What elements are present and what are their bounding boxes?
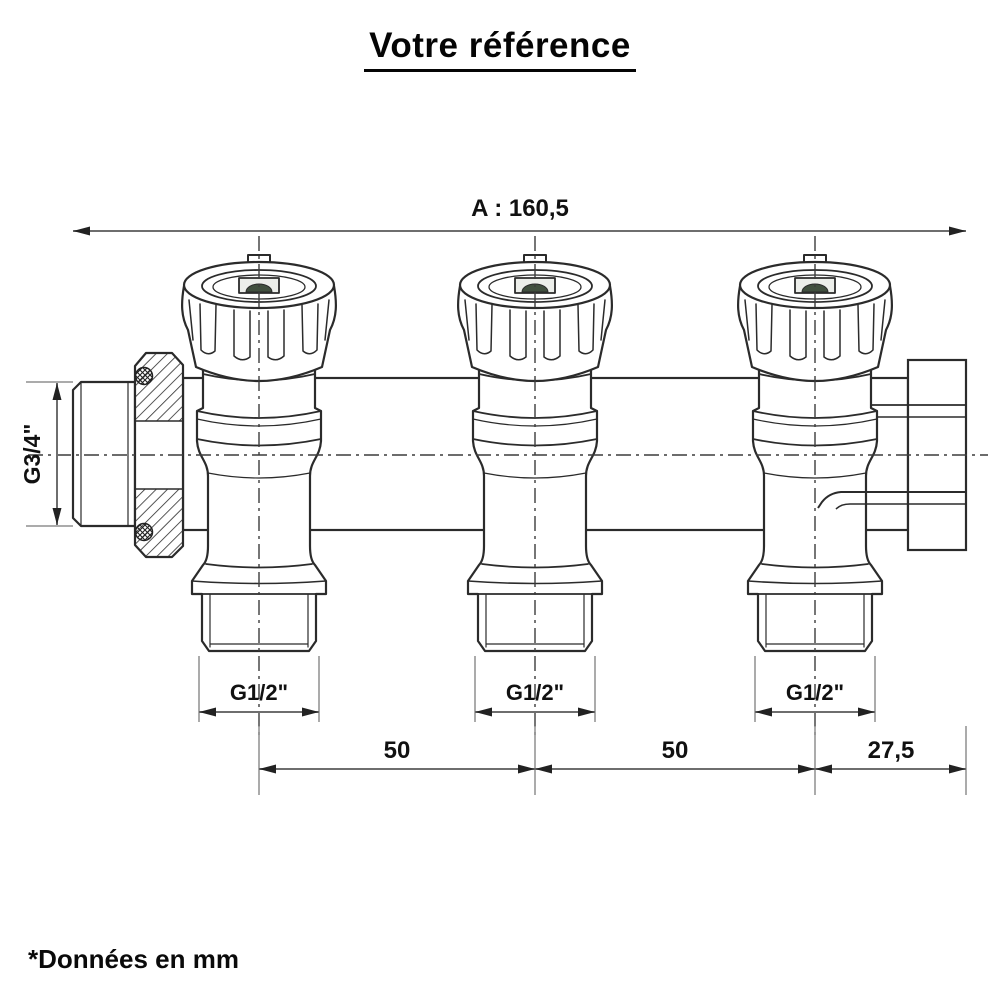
dim-spacing2-label: 50 bbox=[662, 737, 689, 764]
inlet-nut-hatch-top bbox=[134, 352, 184, 422]
title-wrap: Votre référence bbox=[0, 26, 1000, 72]
dimension-lines bbox=[56, 230, 966, 770]
o-ring-bottom bbox=[134, 522, 154, 542]
end-valve-ledge bbox=[817, 491, 966, 509]
dim-outlet2-label: G1/2" bbox=[506, 680, 564, 705]
dim-overall-label: A : 160,5 bbox=[471, 195, 569, 222]
arrowheads bbox=[52, 226, 966, 774]
dim-outlet1-label: G1/2" bbox=[230, 680, 288, 705]
dim-end-offset-label: 27,5 bbox=[868, 737, 915, 764]
dim-outlet3-label: G1/2" bbox=[786, 680, 844, 705]
dim-inlet-label: G3/4" bbox=[19, 424, 45, 485]
page-title: Votre référence bbox=[364, 26, 636, 72]
units-footnote: *Données en mm bbox=[28, 944, 239, 974]
inlet-thread bbox=[71, 380, 137, 528]
centerlines bbox=[28, 236, 988, 738]
o-ring-top bbox=[134, 366, 154, 386]
dim-spacing1-label: 50 bbox=[384, 737, 411, 764]
